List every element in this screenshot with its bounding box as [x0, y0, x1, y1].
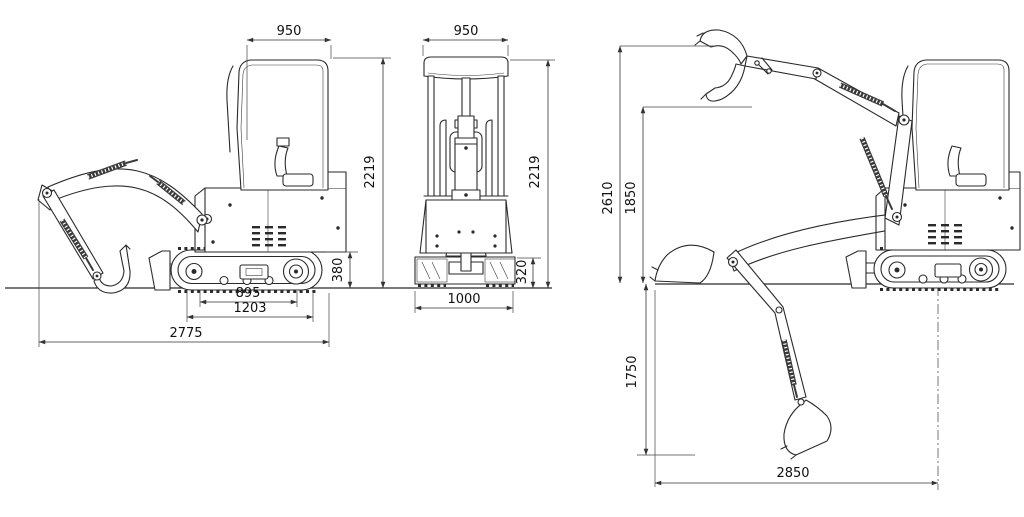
side-view: 950 2219 380 895 1203 2775	[37, 24, 391, 347]
range-digging-arm	[649, 213, 897, 460]
range-blade	[845, 250, 878, 289]
side-seat	[274, 137, 314, 187]
range-stick	[744, 55, 819, 80]
front-view: 950 2219 320 1000	[414, 24, 555, 313]
range-undercarriage	[873, 247, 1007, 291]
dim-range-max-digging-depth-label: 1750	[625, 355, 640, 388]
range-dimensions: 2610 1850 1750 2850	[601, 45, 939, 487]
side-arm	[37, 159, 208, 294]
working-range-view: 2610 1850 1750 2850	[601, 29, 1021, 490]
dim-side-cab-width-label: 950	[277, 24, 302, 39]
range-canopy	[901, 59, 1010, 191]
range-raised-arm	[694, 29, 913, 226]
side-undercarriage	[170, 247, 323, 293]
side-dimensions: 950 2219 380 895 1203 2775	[38, 24, 391, 347]
range-bucket-raised	[699, 29, 748, 65]
front-dimensions: 950 2219 320 1000	[414, 24, 555, 313]
front-body	[419, 199, 513, 254]
range-boom-upper	[812, 67, 900, 127]
dim-front-overall-height-label: 2219	[528, 155, 543, 188]
range-depth-bucket	[783, 399, 832, 456]
side-blade	[148, 250, 184, 291]
dim-front-cab-width-label: 950	[454, 24, 479, 39]
dim-side-track-length-label: 1203	[233, 301, 266, 316]
range-bucket-dump	[705, 63, 746, 102]
dim-side-overall-length-label: 2775	[169, 326, 202, 341]
front-tracks	[414, 252, 516, 287]
range-seat	[947, 145, 987, 187]
dim-range-max-dumping-height-label: 1850	[624, 181, 639, 214]
dim-range-max-digging-reach-label: 2850	[776, 466, 809, 481]
side-bucket	[93, 244, 131, 294]
dim-front-track-height-label: 320	[515, 260, 530, 285]
dim-side-tumbler-distance-label: 895	[236, 286, 261, 301]
side-handrail	[226, 65, 234, 153]
dim-range-max-cutting-height-label: 2610	[601, 181, 616, 214]
range-vent-slots	[928, 224, 962, 245]
range-boom-lower	[884, 115, 913, 226]
side-canopy	[226, 59, 329, 191]
dim-front-overall-width-label: 1000	[447, 292, 480, 307]
dim-side-chassis-height-label: 380	[331, 258, 346, 283]
range-reach-bucket	[654, 244, 715, 284]
side-vent-slots	[252, 226, 286, 247]
dim-side-overall-height-label: 2219	[363, 155, 378, 188]
range-handrail	[901, 65, 909, 151]
